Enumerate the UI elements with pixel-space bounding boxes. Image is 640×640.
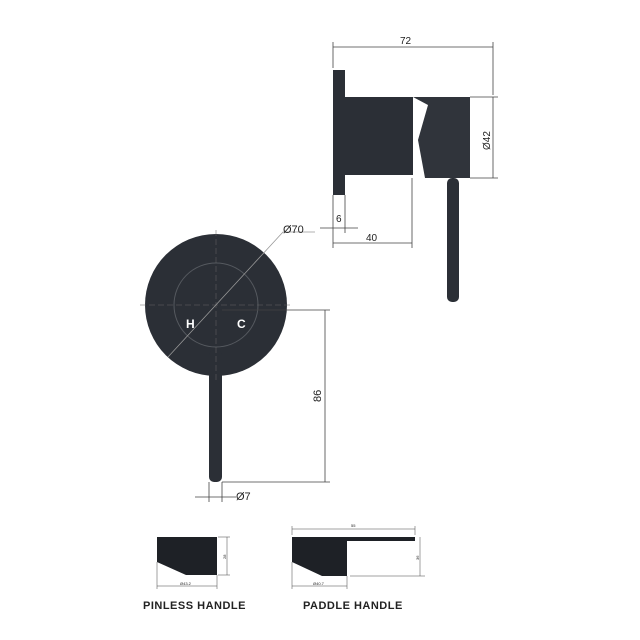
lever	[447, 178, 459, 302]
paddle-dims	[291, 526, 425, 589]
dim-6: 6	[336, 214, 342, 225]
pinless-dims	[156, 536, 230, 589]
dim-7-line	[195, 482, 236, 502]
side-view: 72 Ø42 6 40	[320, 36, 498, 302]
wall-plate	[333, 70, 345, 195]
dim-42-line	[470, 96, 498, 179]
dim-72-line	[332, 42, 494, 95]
paddle-label: PADDLE HANDLE	[303, 600, 403, 612]
dim-70-leader	[167, 231, 315, 358]
dim-7: Ø7	[236, 491, 251, 503]
paddle-handle-shape	[292, 537, 415, 576]
paddle-length: 55	[351, 523, 356, 528]
pinless-label: PINLESS HANDLE	[143, 600, 246, 612]
paddle-diameter: Ø40.7	[313, 581, 325, 586]
dim-6-40-lines	[320, 178, 413, 248]
dim-86: 86	[312, 390, 324, 402]
pinless-height: 28	[222, 554, 227, 559]
dim-72: 72	[400, 36, 412, 47]
lever-front	[209, 350, 222, 482]
cold-label: C	[237, 317, 246, 331]
dim-42: Ø42	[482, 131, 493, 150]
mixer-body	[345, 97, 413, 175]
front-view: Ø70 H C 86 Ø7	[140, 224, 330, 503]
paddle-handle: 55 36 Ø40.7 PADDLE HANDLE	[291, 523, 425, 612]
pinless-handle-shape	[157, 537, 217, 575]
handle-body	[413, 97, 470, 178]
pinless-handle: 28 Ø43.2 PINLESS HANDLE	[143, 536, 246, 612]
hot-label: H	[186, 317, 195, 331]
dim-86-line	[222, 309, 330, 483]
paddle-height: 36	[415, 555, 420, 560]
pinless-diameter: Ø43.2	[180, 581, 192, 586]
dim-40: 40	[366, 233, 378, 244]
dim-70: Ø70	[283, 224, 304, 236]
